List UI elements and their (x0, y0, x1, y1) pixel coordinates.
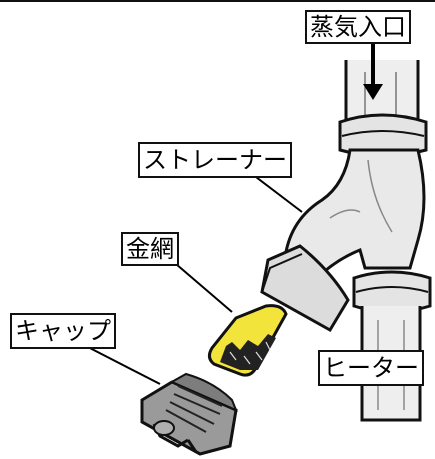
strainer-flange-edge (261, 253, 303, 293)
cap-label: キャップ (10, 313, 116, 349)
upper-pipe-shading (364, 72, 397, 118)
cap-thread-top (167, 372, 238, 412)
steam-inlet-label: 蒸気入口 (305, 10, 411, 44)
cap-threads (165, 385, 223, 433)
lower-coupling-edge (355, 286, 429, 293)
cap-nut-face (153, 420, 175, 436)
cap-leader-line (83, 344, 161, 385)
wire-mesh-pattern (220, 334, 276, 370)
mesh-leader-line (175, 263, 233, 313)
strainer-flange (260, 244, 350, 333)
strainer-body-shading (329, 159, 393, 233)
strainer-label: ストレーナー (138, 142, 292, 178)
strainer-leader-line (251, 173, 303, 213)
wire-mesh-label: 金網 (121, 232, 179, 266)
heater-label: ヒーター (318, 350, 424, 386)
steam-arrow-head (363, 84, 383, 100)
upper-coupling-edge (341, 130, 425, 137)
wire-mesh-texture (229, 341, 271, 365)
